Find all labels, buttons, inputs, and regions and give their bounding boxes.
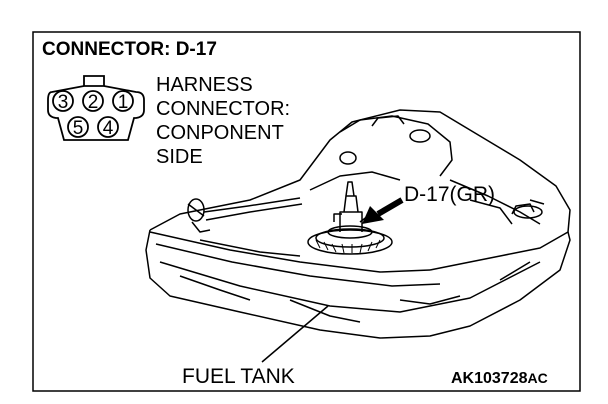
connector-face-icon: [47, 75, 145, 141]
pin-5: 5: [73, 118, 84, 139]
tank-callout-label: FUEL TANK: [182, 365, 295, 388]
pin-1: 1: [118, 92, 129, 113]
connector-pointer-arrow: [362, 197, 404, 224]
description-line-4: SIDE: [156, 146, 203, 168]
connector-description: HARNESS CONNECTOR: CONPONENT SIDE: [156, 74, 290, 168]
description-line-2: CONNECTOR:: [156, 98, 290, 120]
figure-code: AK103728AC: [451, 370, 548, 387]
diagram-title: CONNECTOR: D-17: [42, 39, 217, 60]
description-line-1: HARNESS: [156, 74, 253, 96]
connector-callout-label: D-17(GR): [404, 183, 495, 206]
pump-flange-hatch: [315, 239, 381, 254]
description-line-3: CONPONENT: [156, 122, 284, 144]
figure-code-suffix: AC: [528, 370, 548, 386]
pin-4: 4: [103, 118, 114, 139]
pin-2: 2: [88, 92, 99, 113]
pin-3: 3: [58, 92, 69, 113]
connector-pin-numbers: 3 2 1 5 4: [58, 92, 129, 139]
fuel-tank-drawing: [145, 109, 571, 339]
figure-code-main: AK103728: [451, 370, 528, 387]
figure-border: [32, 31, 581, 392]
tank-leader-line: [261, 305, 329, 363]
